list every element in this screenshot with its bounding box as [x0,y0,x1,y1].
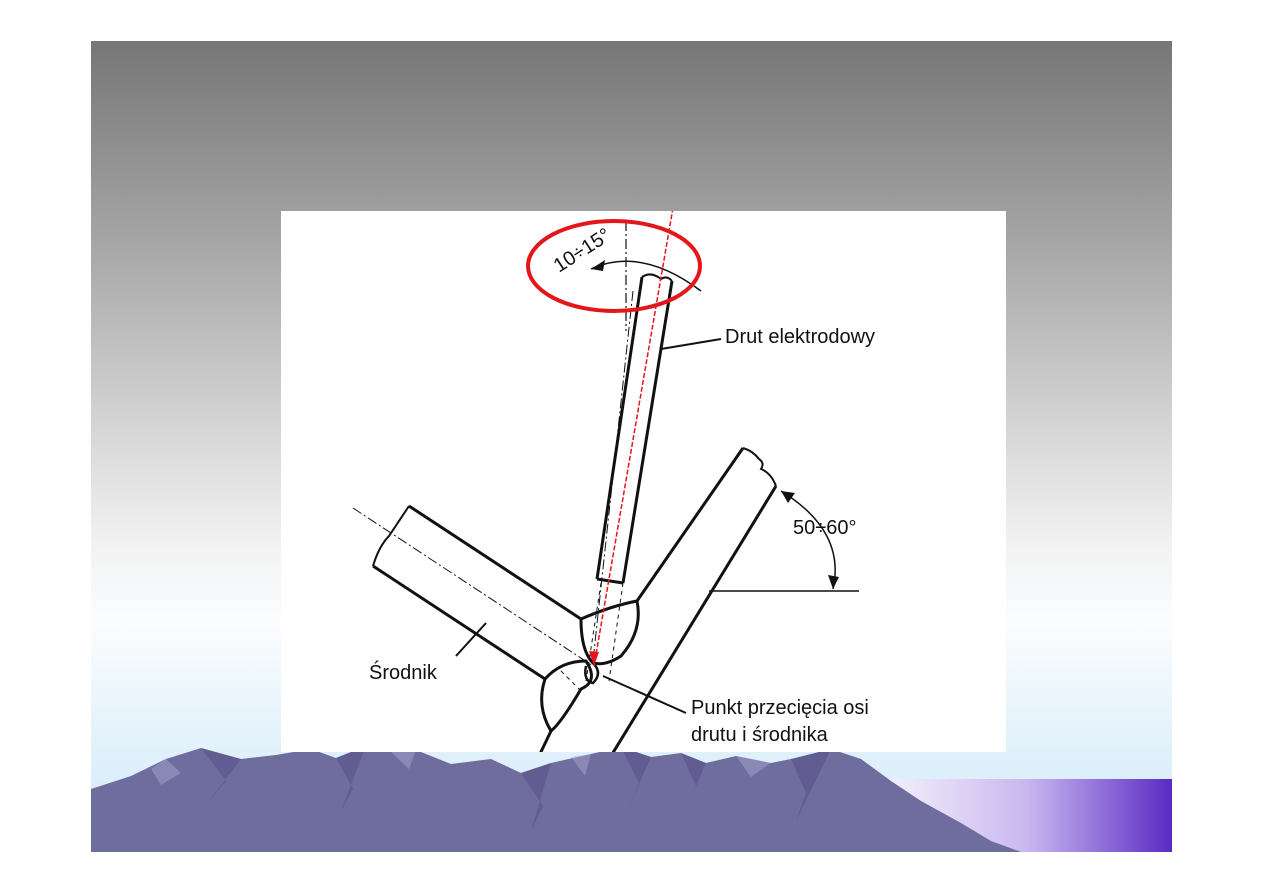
weld-bead [540,599,640,734]
red-axis-line [593,211,674,667]
intersection-label-line2: drutu i środnika [691,724,829,746]
intersection-label-line1: Punkt przecięcia osi [691,697,869,719]
web-label: Środnik [369,660,438,684]
red-axis-arrowhead [589,651,599,666]
intersection-label-leader [602,675,687,714]
electrode-wire [585,273,674,682]
angle-highlight-ellipse [526,219,702,313]
welding-diagram-drawing: 10÷15° Drut elektrodowy 50÷60° Środnik P… [352,211,875,752]
mountain-landscape [91,746,1172,852]
top-angle-arrowhead [591,260,605,271]
side-angle-arc [780,490,836,590]
side-angle-arrowhead-bottom [828,575,839,589]
welding-diagram: 10÷15° Drut elektrodowy 50÷60° Środnik P… [281,211,1006,752]
top-angle-arc [590,260,702,292]
side-angle-label: 50÷60° [793,517,856,539]
web-plate [352,504,594,692]
wire-label: Drut elektrodowy [725,326,875,348]
wire-label-leader [660,338,722,350]
flange-plate [539,447,778,752]
mountain-range [91,746,1021,852]
web-label-leader [455,622,487,657]
side-angle-arrowhead-top [781,491,795,503]
